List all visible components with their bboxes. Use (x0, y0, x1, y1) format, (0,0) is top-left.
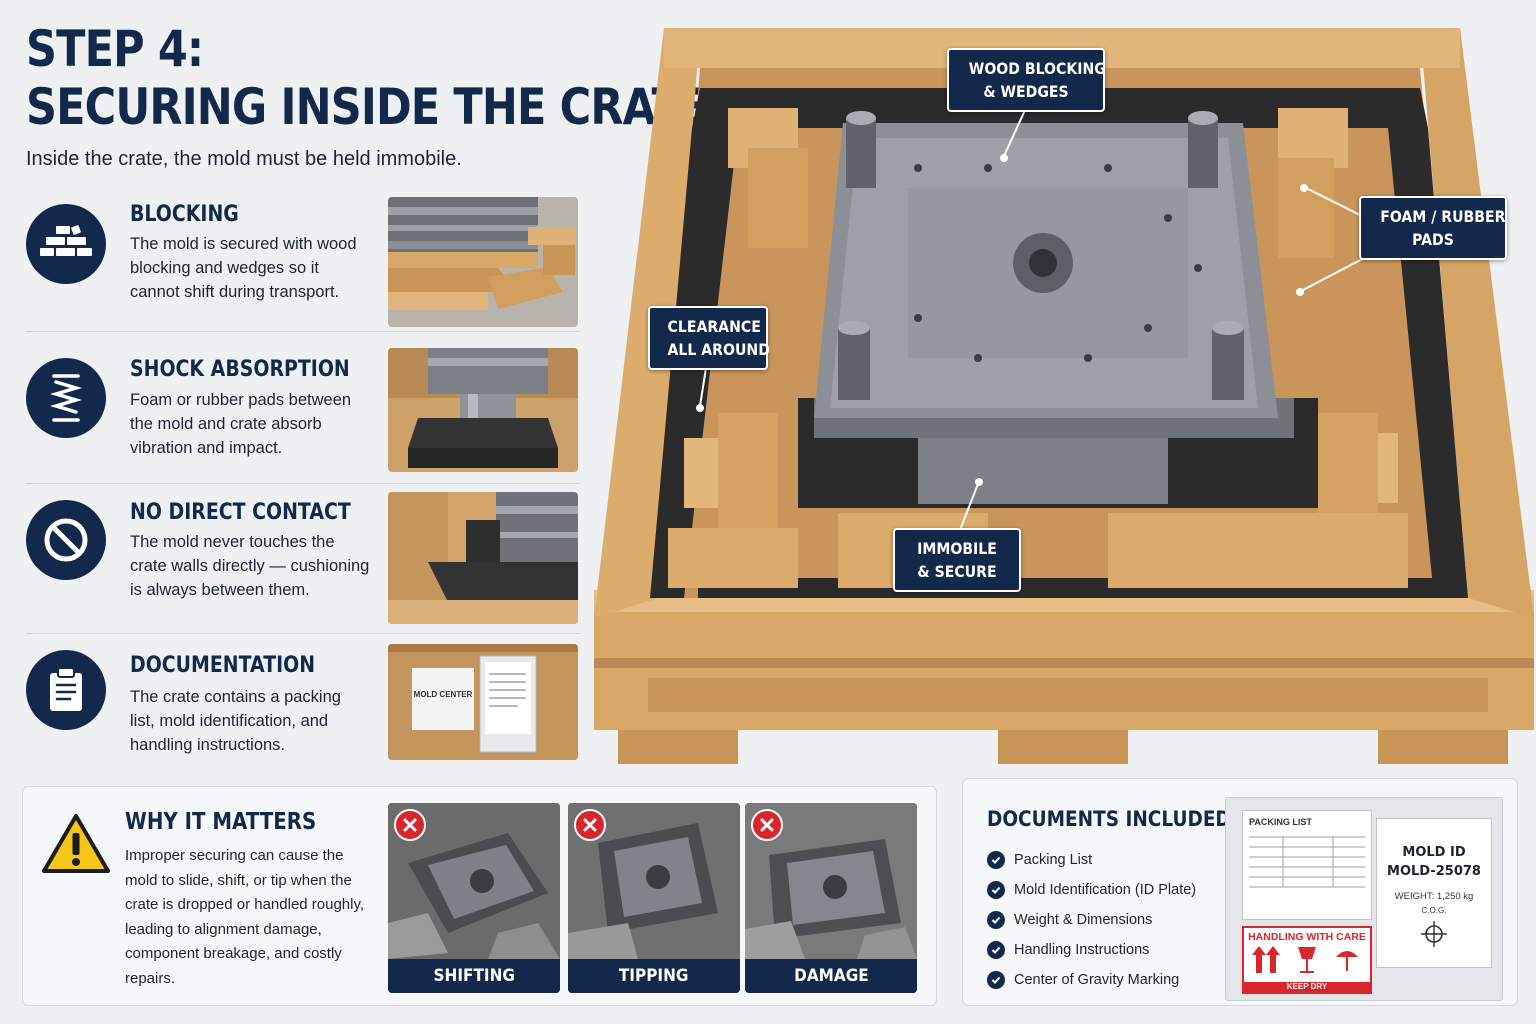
no-contact-photo (388, 492, 578, 624)
why-it-matters-panel: WHY IT MATTERS Improper securing can cau… (22, 786, 937, 1006)
risk-label: SHIFTING (388, 959, 560, 993)
feature-no-direct-contact: NO DIRECT CONTACT The mold never touches… (20, 484, 580, 634)
docs-list-item: Handling Instructions (987, 935, 1196, 965)
docs-list-item: Mold Identification (ID Plate) (987, 875, 1196, 905)
feature-blocking: BLOCKING The mold is secured with wood b… (20, 192, 580, 332)
feature-shock-absorption: SHOCK ABSORPTION Foam or rubber pads bet… (20, 338, 580, 484)
x-icon (394, 809, 426, 841)
docs-title: DOCUMENTS INCLUDED (987, 807, 1231, 831)
packing-list-sheet: PACKING LIST (1242, 810, 1372, 920)
documentation-photo: MOLD CENTER (388, 644, 578, 760)
crate-illustration: WOOD BLOCKING & WEDGES FOAM / RUBBER PAD… (588, 18, 1536, 770)
callout-foam-pads: FOAM / RUBBER PADS (1359, 196, 1507, 260)
feature-divider (26, 633, 580, 634)
feature-title: SHOCK ABSORPTION (130, 357, 350, 382)
x-icon (574, 809, 606, 841)
check-icon (987, 851, 1005, 869)
check-icon (987, 881, 1005, 899)
mold-id-plate: MOLD ID MOLD-25078 WEIGHT: 1,250 kg C.O.… (1376, 818, 1492, 968)
feature-desc: The mold is secured with wood blocking a… (130, 235, 357, 301)
check-icon (987, 971, 1005, 989)
callout-wood-blocking: WOOD BLOCKING & WEDGES (947, 48, 1106, 112)
document-pouch: PACKING LIST HANDLING WITH CARE (1225, 797, 1503, 1001)
prohibited-icon (26, 500, 106, 580)
mold-cog: C.O.G. (1421, 906, 1447, 915)
title-line-1: STEP 4: (26, 20, 204, 78)
documents-included-panel: DOCUMENTS INCLUDED Packing List Mold Ide… (962, 778, 1518, 1006)
mold-center-label: MOLD CENTER (413, 690, 473, 699)
risk-tipping: TIPPING (568, 803, 740, 993)
risk-label: TIPPING (568, 959, 740, 993)
docs-list-item: Center of Gravity Marking (987, 965, 1196, 995)
clipboard-icon (26, 650, 106, 730)
docs-list: Packing List Mold Identification (ID Pla… (987, 845, 1196, 995)
page-subtitle: Inside the crate, the mold must be held … (26, 148, 462, 170)
blocking-photo (388, 197, 578, 327)
callout-clearance: CLEARANCE ALL AROUND (648, 306, 770, 370)
page-title: STEP 4: SECURING INSIDE THE CRATE (26, 20, 710, 136)
mold-id-label: MOLD ID (1402, 845, 1466, 860)
feature-documentation: DOCUMENTATION The crate contains a packi… (20, 634, 580, 774)
handling-label: HANDLING WITH CARE KEEP DRY (1242, 926, 1372, 994)
warning-icon (41, 813, 111, 880)
feature-title: NO DIRECT CONTACT (130, 500, 351, 525)
risk-damage: DAMAGE (745, 803, 917, 993)
crosshair-icon (1377, 919, 1491, 954)
check-icon (987, 911, 1005, 929)
check-icon (987, 941, 1005, 959)
risk-label: DAMAGE (745, 959, 917, 993)
bricks-icon (26, 204, 106, 284)
why-title: WHY IT MATTERS (125, 809, 317, 835)
feature-desc: The crate contains a packing list, mold … (130, 688, 341, 754)
title-line-2: SECURING INSIDE THE CRATE (26, 78, 710, 136)
feature-desc: The mold never touches the crate walls d… (130, 533, 370, 599)
mold-weight: WEIGHT: 1,250 kg (1394, 891, 1474, 902)
feature-title: DOCUMENTATION (130, 653, 316, 678)
feature-title: BLOCKING (130, 202, 239, 227)
feature-divider (26, 483, 580, 484)
mold-id-number: MOLD-25078 (1387, 864, 1481, 879)
shock-absorption-photo (388, 348, 578, 472)
why-desc: Improper securing can cause the mold to … (125, 847, 365, 987)
docs-list-item: Weight & Dimensions (987, 905, 1196, 935)
feature-desc: Foam or rubber pads between the mold and… (130, 391, 352, 457)
spring-icon (26, 358, 106, 438)
docs-list-item: Packing List (987, 845, 1196, 875)
x-icon (751, 809, 783, 841)
feature-divider (26, 331, 580, 332)
callout-immobile: IMMOBILE & SECURE (893, 528, 1021, 592)
risk-shifting: SHIFTING (388, 803, 560, 993)
